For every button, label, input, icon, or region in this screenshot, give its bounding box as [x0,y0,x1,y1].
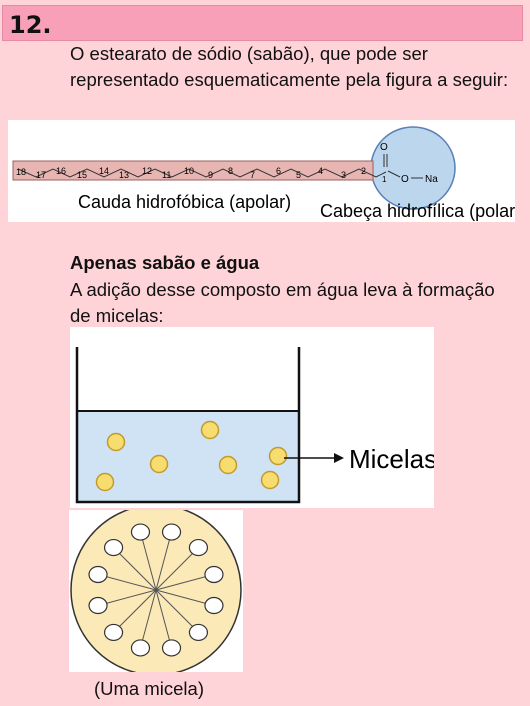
micelle-dot [149,454,169,474]
sodium-label: Na [425,174,438,185]
arrow-head [334,453,344,463]
micelle-head [161,523,182,541]
carbon-label: 12 [142,166,152,176]
micelle-head [188,538,209,557]
micelle-tail [155,589,194,628]
molecule-svg: 18 17 16 15 14 13 12 11 10 9 8 7 6 5 4 3… [12,126,521,221]
ester-bond [387,170,401,178]
carbon-label: 7 [250,170,255,180]
question-number: 12. [9,11,52,39]
micelle-head [204,565,224,584]
question-header: 12. [2,5,523,41]
micelle-head [130,523,151,541]
micelle-tail [155,539,170,591]
carbon-label: 11 [162,170,171,180]
micelle-tail [155,589,170,641]
carbon-label: 8 [228,166,233,176]
intro-text: O estearato de sódio (sabão), que pode s… [70,43,509,90]
micelle-figure [69,504,243,676]
micelle-dot [95,472,115,492]
polar-head-circle [370,126,456,210]
water [77,411,299,501]
section-heading: Apenas sabão e água [70,252,260,273]
oxygen-right: O [401,174,409,185]
micelle-head [88,565,108,584]
micelle-dot [200,420,220,440]
micelle-dot [268,446,288,466]
micelle-tail [155,576,207,591]
molecule-figure: 18 17 16 15 14 13 12 11 10 9 8 7 6 5 4 3… [8,120,521,222]
micelle-tail [142,589,157,641]
beaker-wall [75,347,301,504]
micelle-tail [105,576,157,591]
micelas-label: Micelas [349,444,434,474]
carbon-label: 5 [296,170,301,180]
carbon-label: 16 [56,166,66,176]
micelle-head [103,623,124,642]
carbon-label: 15 [77,170,87,180]
micelle-tail [118,552,157,591]
micelle-head [161,639,182,657]
carbon-label: 9 [208,170,213,180]
micelle-tail [105,589,157,604]
micelle-svg [70,504,242,676]
micelle-dot [106,432,126,452]
micelle-dot [260,470,280,490]
micelle-dot [218,455,238,475]
micelle-head [88,596,108,615]
tail-label: Cauda hidrofóbica (apolar) [78,192,291,212]
carbon-label: 2 [361,166,366,176]
head-label: Cabeça hidrofílica (polar) [320,201,515,221]
beaker-figure: Micelas [70,327,437,508]
carbon-label: 18 [16,167,26,177]
carbon-label: 6 [276,166,281,176]
micelle-head [188,623,209,642]
micelle-tail [118,589,157,628]
carbon-chain [17,168,387,178]
micelle-head [130,639,151,657]
micelle-tail [155,589,207,604]
carbon-label: 1 [382,175,387,184]
carbon-label: 13 [119,170,129,180]
micelle-head [103,538,124,557]
micelle-tail [142,539,157,591]
beaker-svg: Micelas [75,347,437,504]
carbon-label: 14 [99,166,109,176]
micelle-caption: (Uma micela) [94,678,204,699]
carbon-label: 17 [36,170,46,180]
oxygen-top: O [380,142,388,153]
micelle-head [204,596,224,615]
section-text: A adição desse composto em água leva à f… [70,279,495,326]
carbon-label: 4 [318,166,323,176]
carbon-label: 3 [341,170,346,180]
carbon-label: 10 [184,166,194,176]
micelle-tail [155,552,194,591]
